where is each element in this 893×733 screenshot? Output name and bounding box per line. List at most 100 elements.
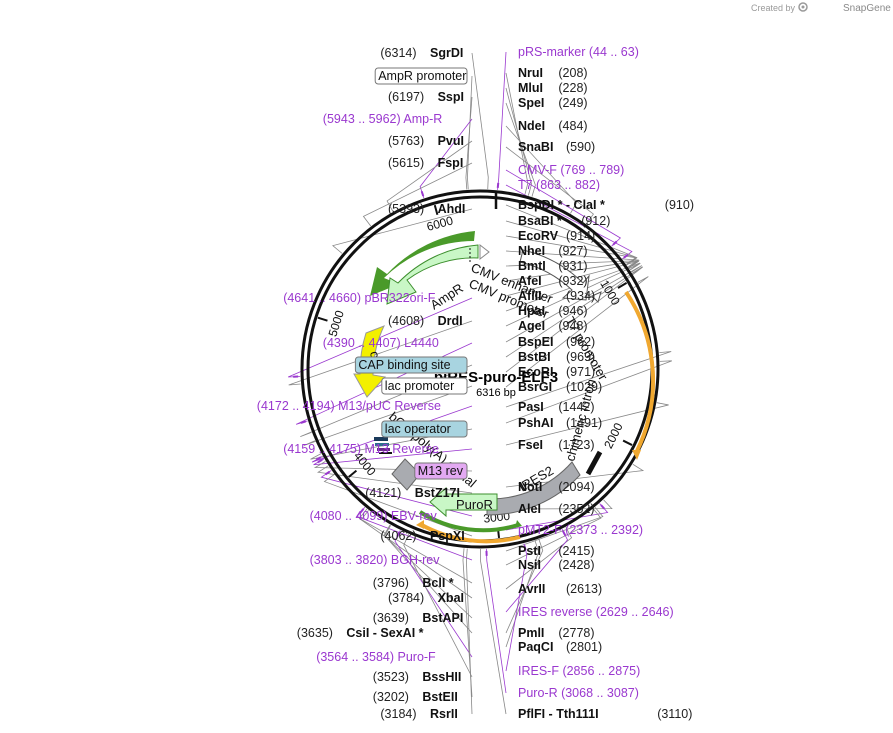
leader-line — [505, 235, 638, 266]
tick-mark — [317, 316, 328, 322]
bp-position: (3202) — [373, 690, 409, 704]
bp-position: (2415) — [558, 544, 594, 558]
tick-mark — [348, 469, 358, 478]
leader-line — [386, 140, 473, 212]
bp-position: (2094) — [558, 480, 594, 494]
enzyme-name: SspI — [438, 90, 464, 104]
leader-line — [505, 102, 536, 197]
map-label: IRES reverse (2629 .. 2646) — [518, 605, 674, 619]
bp-position: (3184) — [380, 707, 416, 721]
leader-line — [384, 525, 473, 634]
enzyme-name: BstEII — [422, 690, 457, 704]
bp-position: (3639) — [373, 611, 409, 625]
bp-position: (208) — [558, 66, 587, 80]
map-label: RsrII (3184) — [380, 707, 457, 721]
enzyme-name: RsrII — [430, 707, 458, 721]
feature-box-label: lac operator — [385, 422, 451, 436]
map-label: CAP binding site — [354, 356, 468, 374]
map-label: CMV-F (769 .. 789) — [518, 163, 624, 177]
bp-position: (5393) — [388, 202, 424, 216]
map-label: AvrII(2613) — [518, 582, 602, 596]
bp-position: (1491) — [566, 416, 602, 430]
enzyme-name: PmlI — [518, 626, 544, 640]
leader-line — [466, 548, 473, 715]
map-label: XbaI(3784) — [388, 591, 464, 605]
map-label: AleI(2352) — [518, 502, 595, 516]
enzyme-name: BstAPI — [422, 611, 463, 625]
bp-position: (932) — [558, 274, 587, 288]
leader-line — [505, 360, 672, 424]
enzyme-name: PvuI — [438, 134, 464, 148]
enzyme-name: PspXI — [430, 529, 465, 543]
enzyme-name: BsrGI — [518, 380, 552, 394]
leader-line — [486, 548, 507, 694]
leader-line — [288, 320, 473, 386]
primer-label: (4080 .. 4099) EBV-rev — [310, 509, 438, 523]
leader-line — [505, 540, 540, 648]
primer-label: T7 (863 .. 882) — [518, 178, 600, 192]
bp-position: (249) — [558, 96, 587, 110]
map-label: AmpR promoter — [374, 67, 468, 85]
map-label: DrdI(4608) — [388, 314, 463, 328]
bp-position: (5763) — [388, 134, 424, 148]
enzyme-name: AhdI — [438, 202, 466, 216]
primer-label: (5943 .. 5962) Amp-R — [323, 112, 443, 126]
enzyme-name: AleI — [518, 502, 541, 516]
enzyme-name: BspEI — [518, 335, 553, 349]
primer-mark — [600, 504, 606, 510]
primer-mark — [420, 191, 425, 197]
map-label: SgrDI(6314) — [380, 46, 463, 60]
bp-position: (228) — [558, 81, 587, 95]
map-label: BstEII (3202) — [373, 690, 458, 704]
enzyme-name: FspI — [438, 156, 464, 170]
enzyme-name: BspDI * - ClaI * — [518, 198, 605, 212]
feature-label-puror: PuroR — [456, 497, 493, 512]
leader-line — [505, 499, 613, 510]
primer-label: (4172 .. 4194) M13/pUC Reverse — [257, 399, 441, 413]
credit-brand: SnapGene — [843, 3, 891, 14]
map-label: NheI(927) — [518, 244, 588, 258]
map-label: PspXI (4062) — [380, 529, 464, 543]
label-box — [354, 356, 468, 374]
primer-label: (3803 .. 3820) BGH-rev — [310, 553, 441, 567]
bp-position: (948) — [558, 319, 587, 333]
leader-line — [358, 508, 473, 584]
enzyme-name: BstBI — [518, 350, 551, 364]
feature-box-label: CAP binding site — [358, 358, 450, 372]
map-label: PaqCI(2801) — [518, 640, 602, 654]
map-label: PmlI(2778) — [518, 626, 595, 640]
primer-mark — [317, 458, 323, 464]
primer-label: (4159 .. 4175) M13 Reverse — [283, 442, 439, 456]
leader-line — [505, 276, 649, 388]
tick-label: 2000 — [601, 420, 626, 450]
primer-label: IRES reverse (2629 .. 2646) — [518, 605, 674, 619]
bp-position: (3784) — [388, 591, 424, 605]
enzyme-name: BssHII — [422, 670, 461, 684]
enzyme-name: AfeI — [518, 274, 542, 288]
primer-label: (4390 .. 4407) L4440 — [323, 336, 439, 350]
tick-label: 6000 — [425, 213, 455, 234]
bp-position: (4062) — [380, 529, 416, 543]
enzyme-name: NdeI — [518, 119, 545, 133]
leader-line — [505, 265, 642, 343]
primer-mark — [315, 456, 322, 461]
primer-mark — [612, 240, 618, 246]
enzyme-name: AvrII — [518, 582, 545, 596]
map-label: SpeI(249) — [518, 96, 588, 110]
primer-label: (4641 .. 4660) pBR322ori-F — [283, 291, 436, 305]
bp-position: (6314) — [380, 46, 416, 60]
primer-mark — [623, 253, 629, 259]
bp-position: (3110) — [657, 707, 692, 721]
map-label: PvuI (5763) — [388, 134, 464, 148]
bp-position: (910) — [665, 198, 694, 212]
primer-label: IRES-F (2856 .. 2875) — [518, 664, 640, 678]
leader-line — [383, 524, 473, 619]
map-label: AgeI(948) — [518, 319, 588, 333]
bp-position: (2428) — [558, 558, 594, 572]
map-label: (5943 .. 5962) Amp-R — [323, 112, 443, 126]
enzyme-name: PasI — [518, 400, 544, 414]
enzyme-name: PaqCI — [518, 640, 553, 654]
map-label: BspEI(962) — [518, 335, 595, 349]
leader-line — [303, 385, 473, 446]
primer-label: pMT2-F (2373 .. 2392) — [518, 523, 643, 537]
